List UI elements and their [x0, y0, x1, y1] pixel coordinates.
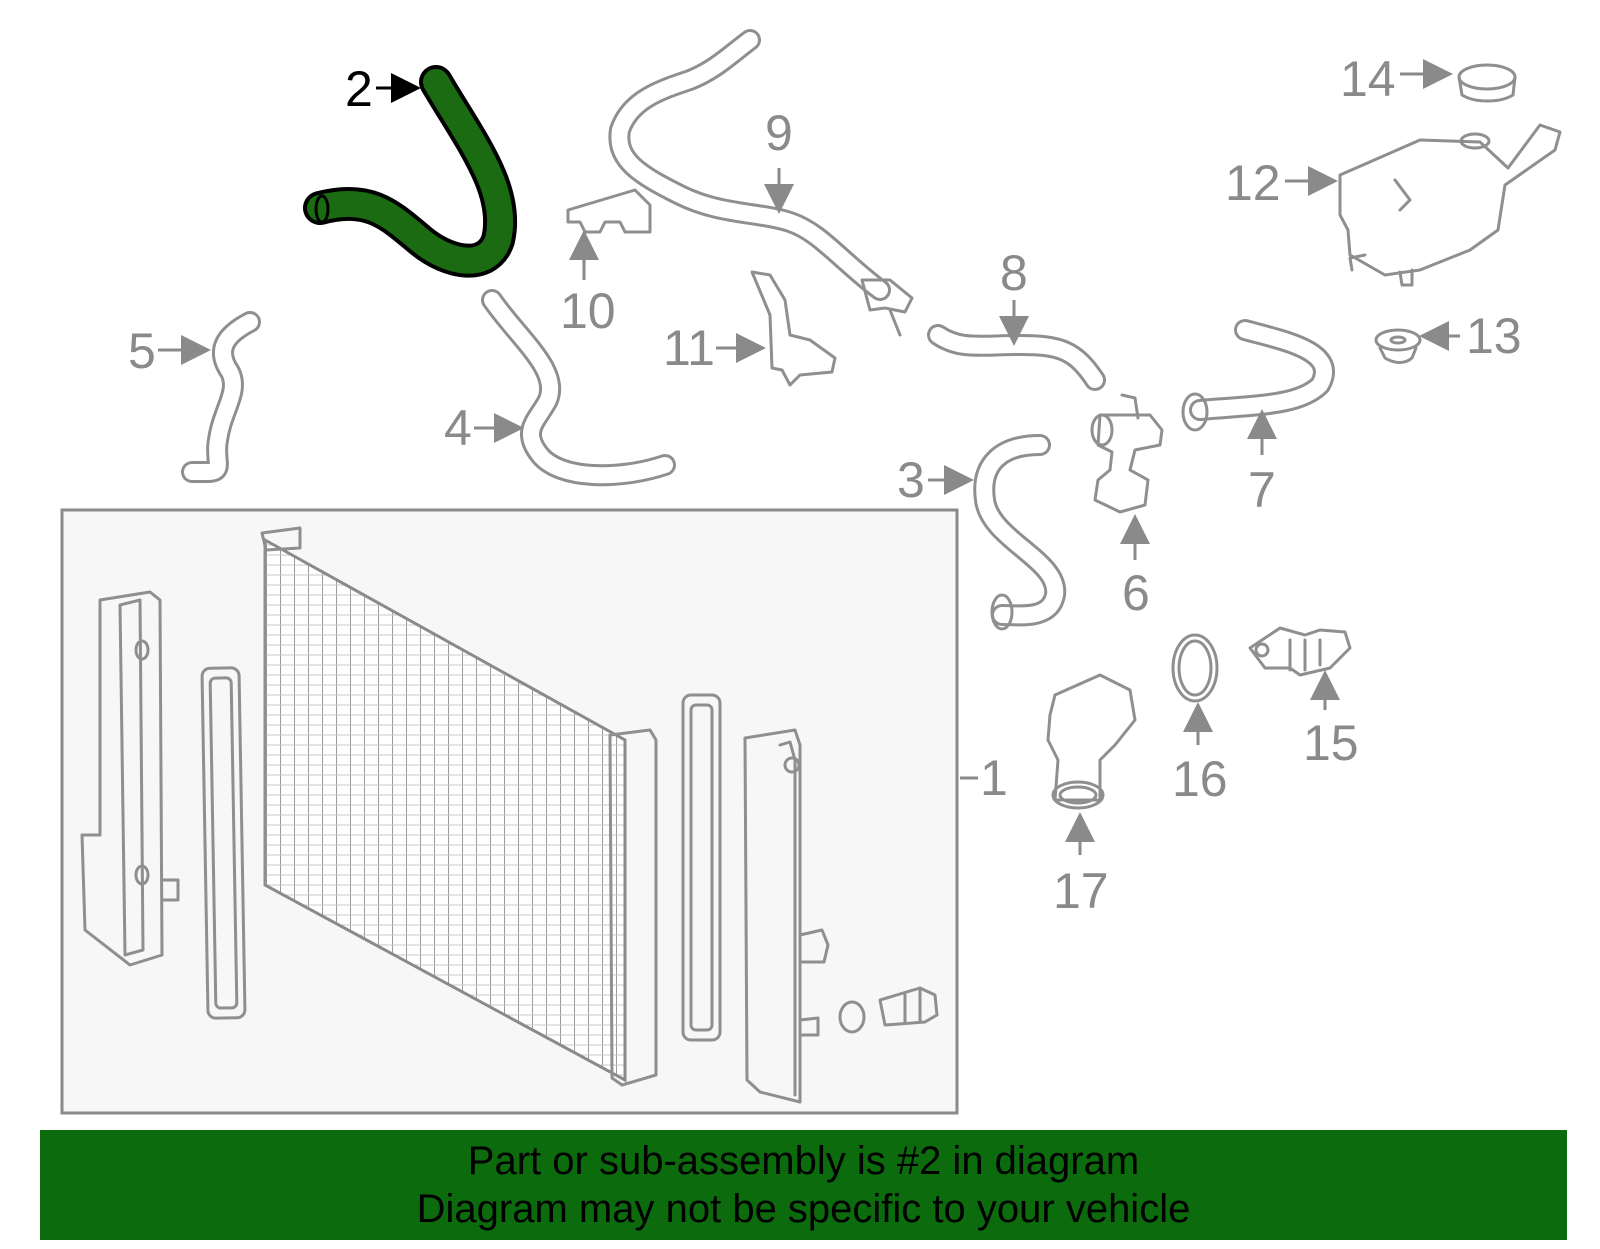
callout-12: 12	[1225, 155, 1281, 211]
callout-6: 6	[1122, 565, 1150, 621]
callout-16: 16	[1172, 751, 1228, 807]
part-7-hose	[1181, 319, 1335, 432]
part-9-pipe	[608, 29, 914, 337]
callout-13: 13	[1466, 308, 1522, 364]
part-16-gasket	[1171, 633, 1219, 703]
callouts: 2 1 3 4 5 6 7 8 9 10 11 12 13 14 15 16 1	[128, 51, 1522, 919]
notice-banner: Part or sub-assembly is #2 in diagram Di…	[40, 1130, 1567, 1240]
callout-9: 9	[765, 105, 793, 161]
part-17-inlet	[1046, 673, 1137, 810]
callout-8: 8	[1000, 245, 1028, 301]
callout-2: 2	[345, 61, 373, 117]
banner-line-1: Part or sub-assembly is #2 in diagram	[467, 1139, 1140, 1183]
callout-14: 14	[1340, 51, 1396, 107]
part-15-thermostat	[1248, 626, 1352, 677]
parts-diagram: 2 1 3 4 5 6 7 8 9 10 11 12 13 14 15 16 1	[60, 29, 1562, 1115]
callout-5: 5	[128, 323, 156, 379]
callout-11: 11	[663, 320, 715, 376]
part-13-grommet	[1374, 328, 1422, 364]
part-5-hose	[181, 311, 261, 483]
radiator-assembly	[60, 508, 959, 1115]
callout-7: 7	[1248, 462, 1276, 518]
part-3-hose	[973, 434, 1067, 631]
part-11-bracket	[750, 270, 837, 387]
callout-1: 1	[980, 750, 1008, 806]
banner-line-2: Diagram may not be specific to your vehi…	[416, 1187, 1191, 1231]
part-14-cap	[1457, 63, 1517, 103]
callout-17: 17	[1053, 863, 1109, 919]
part-10-clip	[566, 188, 652, 234]
part-6-outlet	[1090, 393, 1164, 514]
part-12-reservoir	[1338, 123, 1562, 287]
callout-15: 15	[1303, 715, 1359, 771]
callout-4: 4	[444, 400, 472, 456]
part-2-hose	[303, 65, 518, 278]
part-8-hose	[927, 324, 1106, 391]
part-4-hose	[481, 289, 676, 487]
callout-10: 10	[560, 283, 616, 339]
callout-3: 3	[897, 452, 925, 508]
